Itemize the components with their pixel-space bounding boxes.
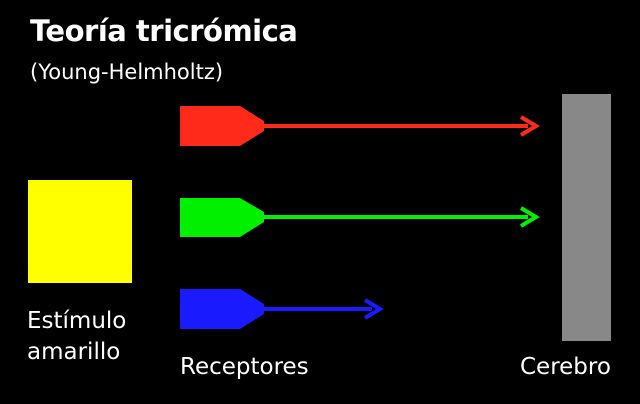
yellow-stimulus-square bbox=[28, 180, 132, 283]
blue-arrow-head bbox=[363, 298, 384, 320]
blue-receptor-channel bbox=[180, 289, 384, 329]
red-arrow-head bbox=[519, 115, 540, 137]
diagram-title: Teoría tricrómica bbox=[30, 14, 298, 48]
red-receptor-channel bbox=[180, 106, 540, 146]
green-receptor-channel bbox=[180, 198, 540, 237]
diagram-subtitle: (Young-Helmholtz) bbox=[30, 60, 224, 84]
green-arrow-head bbox=[519, 206, 540, 228]
blue-receptor-shape bbox=[180, 289, 264, 329]
stimulus-label: Estímulo amarillo bbox=[27, 306, 126, 368]
green-receptor-shape bbox=[180, 198, 264, 237]
brain-bar bbox=[562, 94, 611, 341]
stimulus-label-line2: amarillo bbox=[27, 339, 121, 365]
brain-label: Cerebro bbox=[520, 354, 611, 380]
receptors-label: Receptores bbox=[180, 354, 309, 380]
stimulus-label-line1: Estímulo bbox=[27, 308, 127, 334]
red-receptor-shape bbox=[180, 106, 264, 146]
